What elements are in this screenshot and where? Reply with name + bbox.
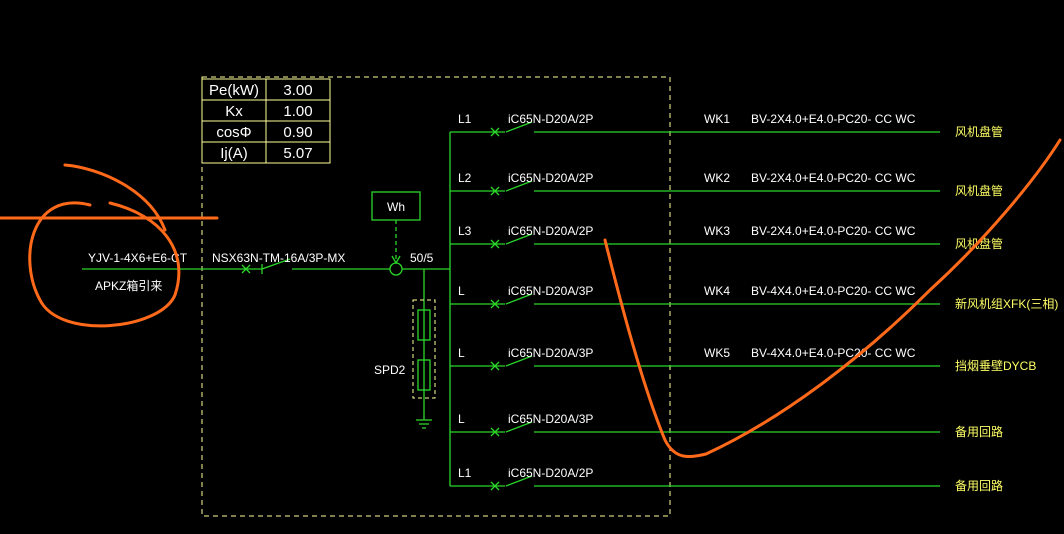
load-label: 备用回路 (955, 478, 1003, 493)
markup-annotations (0, 138, 1062, 459)
circuit-id: WK3 (704, 224, 730, 238)
panel-enclosure (201, 76, 671, 517)
load-label: 风机盘管 (955, 124, 1003, 139)
cable-spec: BV-4X4.0+E4.0-PC20- CC WC (751, 284, 916, 298)
breaker-label: iC65N-D20A/3P (508, 412, 593, 426)
param-value: 5.07 (283, 145, 312, 162)
breaker-contact (505, 233, 533, 245)
circuit-id: WK1 (704, 112, 730, 126)
breaker-contact (505, 293, 533, 305)
breaker-label: iC65N-D20A/3P (508, 346, 593, 360)
load-label: 备用回路 (955, 424, 1003, 439)
phase-label: L3 (458, 224, 472, 238)
load-label: 挡烟垂壁DYCB (955, 358, 1036, 373)
cable-spec: BV-2X4.0+E4.0-PC20- CC WC (751, 171, 916, 185)
breaker-mark (490, 239, 500, 249)
breaker-mark (490, 481, 500, 491)
surge-protector: SPD2 (374, 269, 436, 429)
breaker-label: iC65N-D20A/2P (508, 171, 593, 185)
load-label: 风机盘管 (955, 183, 1003, 198)
incoming-cable-label: YJV-1-4X6+E6-CT (88, 251, 188, 265)
parameter-table: Pe(kW) 3.00 Kx 1.00 cosΦ 0.90 Ij(A) 5.07 (201, 78, 331, 164)
circuit-row: L3 iC65N-D20A/2P WK3 BV-2X4.0+E4.0-PC20- CC… (450, 224, 1003, 251)
breaker-contact (505, 121, 533, 133)
breaker-mark (490, 427, 500, 437)
phase-label: L1 (458, 466, 472, 480)
load-label: 新风机组XFK(三相) (955, 296, 1058, 311)
breaker-mark (490, 361, 500, 371)
ct-ratio-label: 50/5 (410, 251, 434, 265)
incoming-feeder: YJV-1-4X6+E6-CT APKZ箱引来 NSX63N-TM-16A/3P… (82, 251, 450, 293)
breaker-contact (505, 180, 533, 192)
param-label: cosΦ (216, 124, 251, 141)
cable-spec: BV-4X4.0+E4.0-PC20- CC WC (751, 346, 916, 360)
breaker-label: iC65N-D20A/3P (508, 284, 593, 298)
breaker-mark (490, 186, 500, 196)
phase-label: L1 (458, 112, 472, 126)
breaker-mark (490, 299, 500, 309)
breaker-mark (490, 127, 500, 137)
param-label: Pe(kW) (209, 82, 259, 99)
param-value: 1.00 (283, 103, 312, 120)
cable-spec: BV-2X4.0+E4.0-PC20- CC WC (751, 112, 916, 126)
param-label: Kx (225, 103, 243, 120)
circuit-id: WK2 (704, 171, 730, 185)
phase-label: L2 (458, 171, 472, 185)
param-value: 0.90 (283, 124, 312, 141)
param-label: Ij(A) (220, 145, 248, 162)
param-value: 3.00 (283, 82, 312, 99)
breaker-contact (505, 475, 533, 487)
meter-label: Wh (387, 200, 405, 214)
circuit-row: L2 iC65N-D20A/2P WK2 BV-2X4.0+E4.0-PC20- CC… (450, 171, 1003, 198)
breaker-label: iC65N-D20A/2P (508, 112, 593, 126)
breaker-contact (505, 421, 533, 433)
circuit-row: L1 iC65N-D20A/2P 备用回路 (450, 466, 1003, 493)
phase-label: L (458, 346, 465, 360)
incoming-source-label: APKZ箱引来 (95, 278, 162, 293)
breaker-label: iC65N-D20A/2P (508, 466, 593, 480)
breaker-label: iC65N-D20A/2P (508, 224, 593, 238)
spd-label: SPD2 (374, 363, 406, 377)
breaker-contact (505, 355, 533, 367)
phase-label: L (458, 284, 465, 298)
circuit-id: WK4 (704, 284, 730, 298)
energy-meter: Wh (371, 191, 421, 265)
cable-spec: BV-2X4.0+E4.0-PC20- CC WC (751, 224, 916, 238)
phase-label: L (458, 412, 465, 426)
main-breaker-label: NSX63N-TM-16A/3P-MX (212, 251, 345, 265)
circuit-row: L1 iC65N-D20A/2P WK1 BV-2X4.0+E4.0-PC20- CC… (450, 112, 1003, 139)
current-transformer-symbol (389, 262, 403, 276)
circuit-id: WK5 (704, 346, 730, 360)
